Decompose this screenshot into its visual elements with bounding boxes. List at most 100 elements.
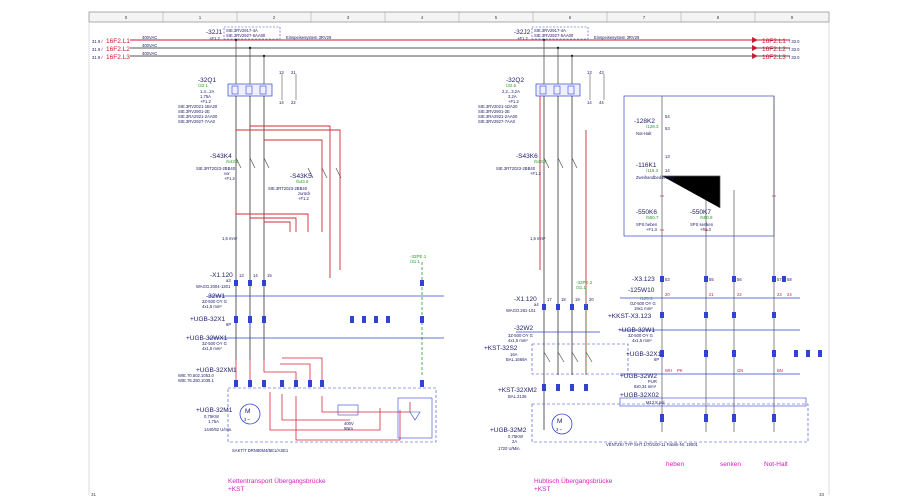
- motor-right-symbol[interactable]: [551, 413, 573, 435]
- feed-label-right-l1[interactable]: 16F2.L1: [762, 38, 786, 45]
- mpcb-rating: 1,4...2A: [200, 89, 215, 94]
- page-number-left: 31: [91, 492, 97, 497]
- breaker-right-ref: +F1.2: [517, 36, 528, 41]
- motor-connector-pins[interactable]: [234, 380, 424, 387]
- breaker-ref: +F1.2: [209, 36, 220, 41]
- breaker-right-name[interactable]: -32J2: [514, 29, 531, 36]
- rectifier-box[interactable]: [397, 397, 433, 439]
- relay-550k7-name[interactable]: -550K7: [690, 209, 711, 216]
- motor-part: SAKT/T DRN80M4/BE1/ASE1: [232, 448, 289, 453]
- cable-w10-type: OZ-500 OY G: [630, 301, 656, 306]
- motor-symbol-label: M: [245, 408, 250, 415]
- relay-550k6-label: SPS heben: [636, 222, 658, 227]
- connector-x1-pins[interactable]: [234, 316, 424, 323]
- contactor-k6[interactable]: [543, 157, 578, 169]
- control-connector-pins[interactable]: [660, 350, 822, 357]
- motor-name[interactable]: +UGB-32M1: [196, 407, 233, 414]
- pe-terminal[interactable]: [420, 280, 424, 286]
- feed-ref-right: / 33.0: [789, 39, 800, 44]
- kst-terminal-name[interactable]: +KKST-X3.123: [608, 313, 652, 320]
- mpcb-right-name[interactable]: -32Q2: [506, 77, 524, 84]
- right-terminals[interactable]: [542, 304, 588, 310]
- breaker-right-part: SIE.3RV2927-5AA00: [534, 33, 574, 38]
- motor-symbol[interactable]: [239, 403, 261, 425]
- terminal-number: 17: [547, 297, 552, 302]
- contactor-k4-loc: +F1.2: [224, 176, 235, 181]
- control-cable-w2-name[interactable]: +UGB-32W2: [620, 373, 657, 380]
- mpcb-ref: /32.1: [198, 83, 209, 88]
- left-caption: Kettentransport Übergangsbrücke: [228, 477, 326, 485]
- relay-550k6-name[interactable]: -550K6: [636, 209, 657, 216]
- control-cable-w2-size: 8x0,34 mm²: [634, 384, 657, 389]
- feed-ref: 31.9 /: [92, 47, 103, 52]
- system-label: Einspeisesystem 3RV29: [286, 35, 332, 40]
- feed-label-right-l2[interactable]: 16F2.L2: [762, 46, 786, 53]
- sensor-pins[interactable]: [660, 414, 776, 422]
- relay-128k2-ref: /128.3: [646, 124, 659, 129]
- control-terminal-name[interactable]: -X3.123: [632, 276, 655, 283]
- terminal-number: 18: [561, 297, 566, 302]
- control-terminals[interactable]: [660, 276, 786, 282]
- terminal-right-name[interactable]: -X1.120: [514, 296, 537, 303]
- switch-s2-rating: 16A: [510, 352, 518, 357]
- column-label: 6: [569, 15, 572, 20]
- diode-icon: [409, 411, 421, 421]
- cable-w10-name[interactable]: -125W10: [628, 287, 655, 294]
- feed-ref-right: / 33.0: [789, 55, 800, 60]
- control-cable-w1-type: 3Z-500 OY G: [628, 333, 653, 338]
- cable-wx1-name[interactable]: +UGB-32WX1: [186, 335, 228, 342]
- relay-116k1-name[interactable]: -116K1: [636, 162, 657, 169]
- contactor-k4[interactable]: [235, 157, 270, 169]
- connector-x1-name[interactable]: +UGB-32X1: [190, 316, 226, 323]
- mpcb-name[interactable]: -32Q1: [198, 77, 216, 84]
- feed-label-l2[interactable]: 16F2.L2: [106, 46, 130, 53]
- brake-symbol[interactable]: [337, 404, 359, 416]
- terminal-name[interactable]: -X1.120: [210, 272, 233, 279]
- contactor-k5[interactable]: [307, 167, 342, 179]
- motor-right-name[interactable]: +UGB-32M2: [490, 427, 527, 434]
- mpcb-right-rating: 3,2A: [508, 94, 517, 99]
- cable-w1-size: 4x1,5 mm²: [202, 304, 222, 309]
- control-cable-w2-core: WH: [665, 368, 672, 373]
- motor-connector-name[interactable]: +UGB-32XM1: [196, 367, 237, 374]
- control-terminal-number: 56: [737, 277, 742, 282]
- x02-connector[interactable]: [619, 397, 807, 407]
- switch-s2-name[interactable]: +KST-32S2: [484, 345, 518, 352]
- column-label: 2: [273, 15, 276, 20]
- switch-s2-part: BAL.1669A: [506, 357, 527, 362]
- relay-128k2-name[interactable]: -128K2: [634, 118, 655, 125]
- control-cable-w1-name[interactable]: +UGB-32W1: [618, 327, 655, 334]
- caption-heben: heben: [666, 461, 684, 468]
- motor-connector-right-name[interactable]: +KST-32XM2: [498, 387, 537, 394]
- terminal-right-detail: a4: [534, 302, 539, 307]
- contactor-k4-name[interactable]: -S43K4: [210, 153, 232, 160]
- control-connector-name[interactable]: +UGB-32X1: [626, 351, 662, 358]
- column-label: 8: [717, 15, 720, 20]
- kst-terminals[interactable]: [660, 312, 776, 318]
- breaker-right-part: SIE.3RV2917-4A: [534, 28, 566, 33]
- cable-wx1-type: 3Z-500 OY G: [202, 341, 227, 346]
- mpcb-right-rating: 2,2...3,2A: [502, 89, 520, 94]
- x02-name[interactable]: +UGB-32X02: [620, 392, 659, 399]
- contactor-k6-name[interactable]: -S43K6: [516, 153, 538, 160]
- breaker-name[interactable]: -32J1: [206, 29, 223, 36]
- wire-size-right: 1,5 mm²: [530, 236, 546, 241]
- contactor-k5-name[interactable]: -S43K5: [290, 173, 312, 180]
- cable-wx1-size: 4x1,5 mm²: [202, 346, 222, 351]
- cable-w2-name[interactable]: -32W2: [514, 325, 534, 332]
- cable-w1-name[interactable]: -32W1: [206, 293, 226, 300]
- control-cable-w2-core: PK: [677, 368, 683, 373]
- feed-label-l1[interactable]: 16F2.L1: [106, 38, 130, 45]
- feed-voltage: 400VAC: [142, 35, 157, 40]
- feed-label-right-l3[interactable]: 16F2.L3: [762, 54, 786, 61]
- relay-550k6-ref: /550.7: [646, 215, 659, 220]
- switch-s2[interactable]: [543, 351, 593, 363]
- terminal-number: 15: [267, 273, 272, 278]
- terminal-detail: a3: [226, 278, 231, 283]
- feed-label-l3[interactable]: 16F2.L3: [106, 54, 130, 61]
- terminal-number: 20: [589, 297, 594, 302]
- motor-connector-right-pins[interactable]: [542, 384, 588, 391]
- motor-right-symbol-phase: 3 ~: [556, 427, 562, 432]
- left-terminals[interactable]: [234, 280, 266, 286]
- control-terminal-number: 53: [665, 277, 670, 282]
